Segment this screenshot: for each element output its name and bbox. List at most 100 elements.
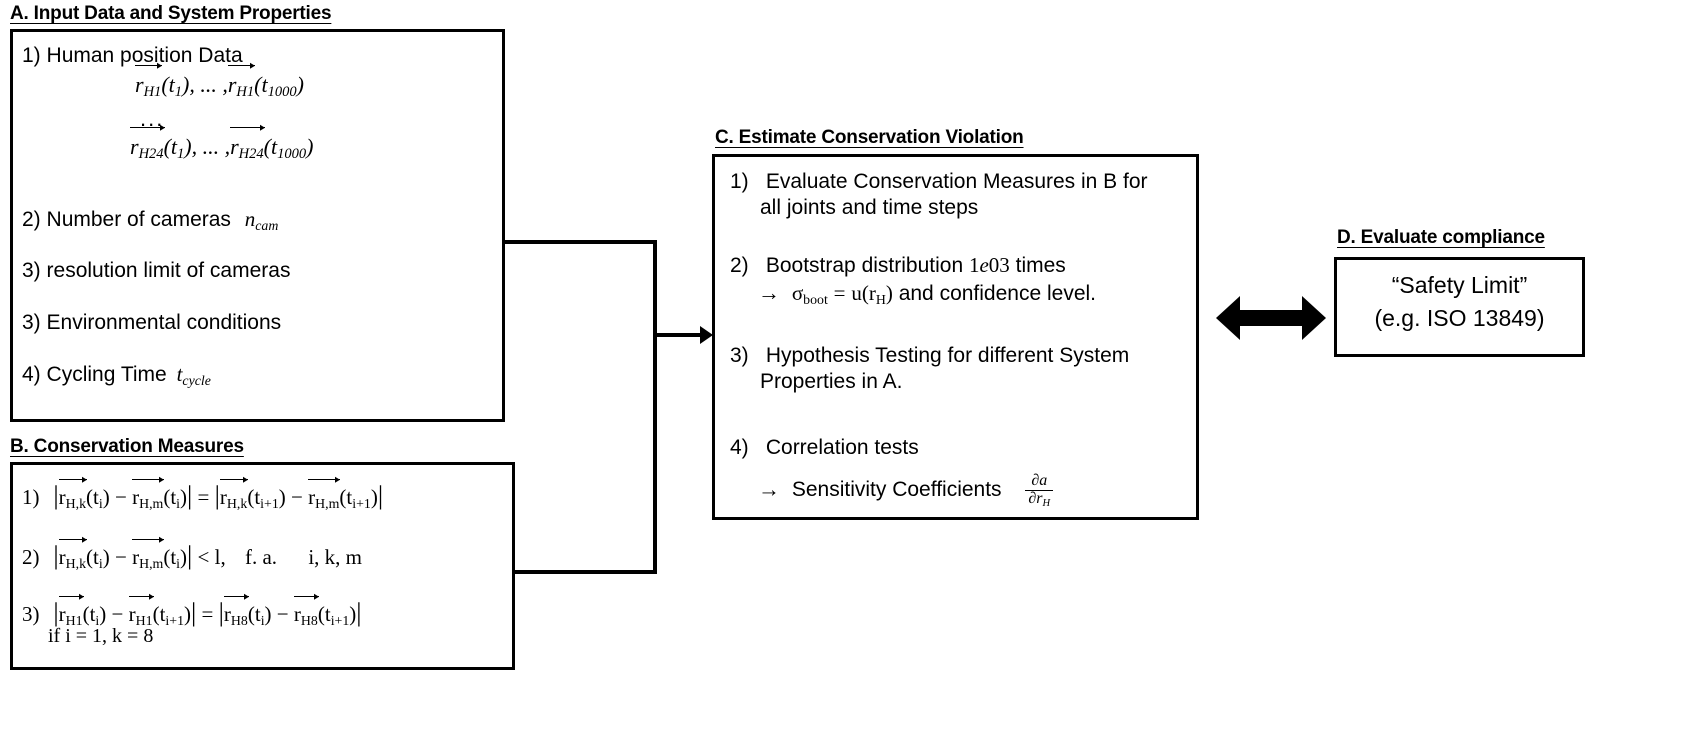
item-c-1: 1) Evaluate Conservation Measures in B f… xyxy=(730,170,1148,194)
double-headed-arrow-c-to-d xyxy=(1216,296,1326,340)
paren-close-2: ) xyxy=(296,72,304,97)
connector-a-horizontal xyxy=(505,240,657,244)
fraction-numerator: ∂a xyxy=(1031,472,1048,489)
abs-open-5: | xyxy=(218,598,224,627)
safety-limit-line2: (e.g. ISO 13849) xyxy=(1374,305,1545,331)
arrow-icon-sigma: → xyxy=(758,280,780,305)
vector-rH24-a: rH24 xyxy=(130,127,165,163)
item-a-3-number: 3) xyxy=(22,259,41,282)
item-c-4-line1: Correlation tests xyxy=(765,436,919,459)
item-b-3-condition: if i = 1, k = 8 xyxy=(48,625,154,647)
abs-close-2: | xyxy=(377,481,384,510)
paren-close-3: ) xyxy=(184,134,192,159)
abs-open-3: | xyxy=(53,541,59,570)
item-a-1-number: 1) xyxy=(22,44,41,67)
item-b-3: 3) |rH1(ti) − rH1(ti+1)| = |rH8(ti) − rH… xyxy=(22,595,362,629)
vector-rHm-1: rH,m xyxy=(132,478,165,511)
section-a-title: A. Input Data and System Properties xyxy=(10,3,332,24)
vector-rH8-2: rH8 xyxy=(293,595,319,628)
item-a-1-label: Human position Data xyxy=(46,44,243,67)
section-a-box xyxy=(10,29,505,422)
vector-rHm-3: rH,m xyxy=(132,538,165,571)
item-c-3: 3) Hypothesis Testing for different Syst… xyxy=(730,344,1129,368)
item-a-4: 3) Environmental conditions xyxy=(22,311,281,335)
safety-limit-line1: “Safety Limit” xyxy=(1391,272,1528,298)
connector-to-c-horizontal xyxy=(653,333,708,337)
item-c-2-line2: → σboot = u(rH) and confidence level. xyxy=(758,280,1096,308)
item-a-3: 3) resolution limit of cameras xyxy=(22,259,290,283)
sensitivity-fraction: ∂a ∂rH xyxy=(1025,472,1054,509)
item-c-4-number: 4) xyxy=(730,436,749,459)
t-index-3: 1 xyxy=(177,146,185,163)
equals-1: = xyxy=(197,485,210,509)
item-b-2: 2) |rH,k(ti) − rH,m(ti)| < l, f. a. i, k… xyxy=(22,538,362,572)
item-b-2-number: 2) xyxy=(22,545,40,569)
dots-1: , ... , xyxy=(189,72,228,97)
item-c-2-line1: Bootstrap distribution 1e03 times xyxy=(765,253,1066,277)
vector-rH24-b: rH24 xyxy=(230,127,265,163)
paren-open-4: ( xyxy=(263,134,271,159)
equals-2: = xyxy=(201,602,214,626)
t-index-2: 1000 xyxy=(267,84,297,101)
for-all-abbrev: f. a. xyxy=(244,545,278,569)
item-a-4-number: 3) xyxy=(22,311,41,334)
item-c-3-number: 3) xyxy=(730,344,749,367)
vector-rHk-2: rH,k xyxy=(219,478,249,511)
section-b-box xyxy=(10,462,515,670)
paren-close-4: ) xyxy=(306,134,314,159)
connector-b-horizontal xyxy=(515,570,657,574)
double-arrow-head-right xyxy=(1302,296,1326,340)
item-c-1-number: 1) xyxy=(730,170,749,193)
vector-rH1-1: rH1 xyxy=(58,595,84,628)
double-arrow-shaft xyxy=(1236,310,1306,326)
item-b-1: 1) |rH,k(ti) − rH,m(ti)| = |rH,k(ti+1) −… xyxy=(22,478,384,512)
paren-open-1: ( xyxy=(161,72,169,97)
sensitivity-coefficients-label: Sensitivity Coefficients xyxy=(791,478,1002,502)
t-index-4: 1000 xyxy=(277,146,307,163)
paren-open-3: ( xyxy=(163,134,171,159)
abs-close-1: | xyxy=(187,481,193,510)
abs-open-1: | xyxy=(53,481,59,510)
limit-l: l, xyxy=(214,545,226,569)
formula-a-ellipsis: ... xyxy=(140,106,165,131)
bootstrap-count: 1e03 xyxy=(968,253,1010,277)
double-arrow-head-left xyxy=(1216,296,1240,340)
symbol-tcycle: tcycle xyxy=(176,362,211,388)
item-c-2: 2) Bootstrap distribution 1e03 times xyxy=(730,253,1066,278)
less-than-1: < xyxy=(197,545,210,569)
vector-rH1-a: rH1 xyxy=(135,65,163,101)
section-d-box: “Safety Limit” (e.g. ISO 13849) xyxy=(1334,257,1585,357)
item-c-4: 4) Correlation tests xyxy=(730,436,919,460)
arrow-icon-sensitivity: → xyxy=(758,476,780,502)
connector-vertical-trunk xyxy=(653,240,657,574)
dots-2: , ... , xyxy=(191,134,231,159)
item-b-1-number: 1) xyxy=(22,485,40,509)
vector-rH1-2: rH1 xyxy=(128,595,154,628)
vector-rH1-b: rH1 xyxy=(227,65,256,101)
item-a-3-label: resolution limit of cameras xyxy=(46,259,291,282)
formula-a-line1: rH1(t1), ... ,rH1(t1000) xyxy=(135,65,304,101)
item-b-3-equation: |rH1(ti) − rH1(ti+1)| = |rH8(ti) − rH8(t… xyxy=(53,595,362,628)
item-c-3-line2: Properties in A. xyxy=(760,370,903,393)
item-c-1-line1: Evaluate Conservation Measures in B for xyxy=(765,170,1148,193)
item-c-4-line2: → Sensitivity Coefficients ∂a ∂rH xyxy=(758,472,1054,509)
item-a-4-label: Environmental conditions xyxy=(46,311,282,334)
section-d-title: D. Evaluate compliance xyxy=(1337,227,1545,248)
t-symbol-3: t xyxy=(170,134,178,159)
item-a-5: 4) Cycling Time tcycle xyxy=(22,362,211,389)
vector-rHk-1: rH,k xyxy=(58,478,88,511)
t-symbol-1: t xyxy=(168,72,175,97)
item-c-1-line2: all joints and time steps xyxy=(760,196,979,219)
t-index-1: 1 xyxy=(174,84,183,101)
t-symbol-4: t xyxy=(271,134,278,159)
connector-to-c-arrowhead xyxy=(700,326,713,344)
fraction-denominator: ∂rH xyxy=(1025,489,1054,509)
abs-close-5: | xyxy=(356,598,362,627)
confidence-level-text: and confidence level. xyxy=(898,282,1097,305)
vector-rH8-1: rH8 xyxy=(223,595,249,628)
paren-close-1: ) xyxy=(182,72,190,97)
section-c-box xyxy=(712,154,1199,520)
paren-open-2: ( xyxy=(254,72,262,97)
item-c-2-number: 2) xyxy=(730,254,749,277)
t-symbol-2: t xyxy=(261,72,268,97)
